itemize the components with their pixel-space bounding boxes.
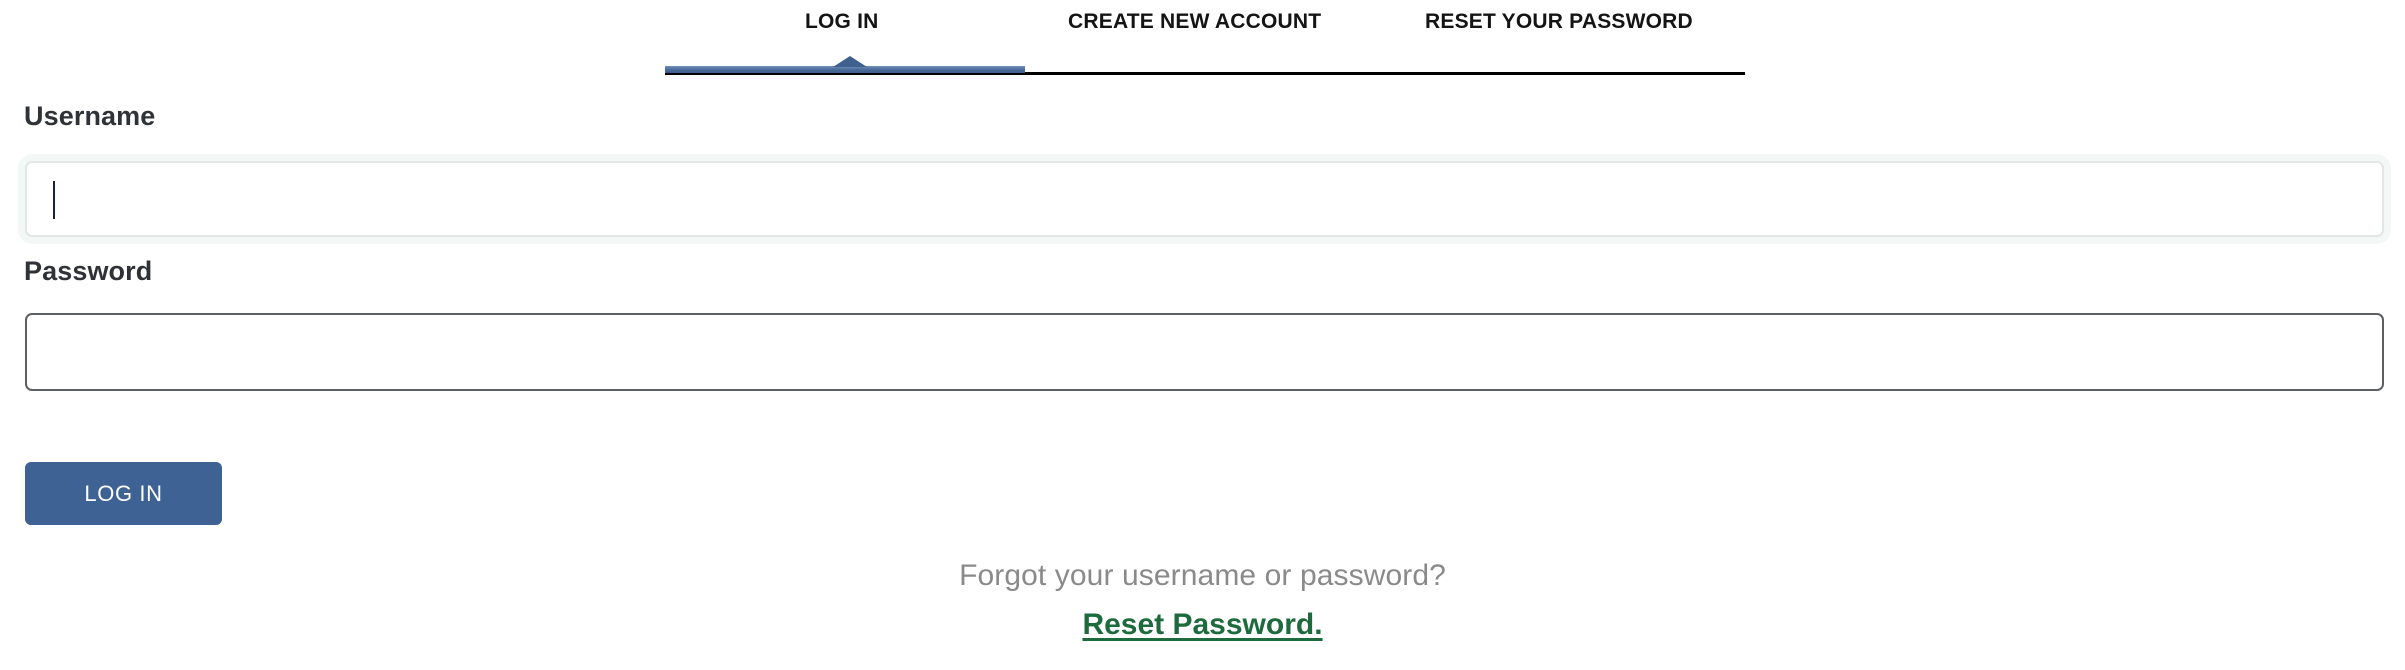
password-field-wrapper[interactable] bbox=[25, 313, 2384, 391]
log-in-button[interactable]: LOG IN bbox=[25, 462, 222, 525]
tab-baseline-rule bbox=[665, 72, 1745, 75]
tab-create-new-account[interactable]: CREATE NEW ACCOUNT bbox=[1068, 8, 1321, 36]
tab-reset-your-password[interactable]: RESET YOUR PASSWORD bbox=[1425, 8, 1693, 36]
password-label: Password bbox=[24, 256, 153, 286]
active-tab-pointer-icon bbox=[833, 56, 867, 67]
password-input[interactable] bbox=[27, 315, 2382, 389]
tab-log-in[interactable]: LOG IN bbox=[805, 8, 879, 36]
username-input[interactable] bbox=[27, 163, 2382, 235]
active-tab-indicator-bar bbox=[665, 66, 1025, 73]
reset-password-link[interactable]: Reset Password. bbox=[1082, 608, 1323, 641]
username-field-wrapper[interactable] bbox=[25, 161, 2384, 237]
auth-footer: Forgot your username or password? Reset … bbox=[0, 552, 2405, 648]
text-caret bbox=[53, 181, 55, 219]
forgot-credentials-text: Forgot your username or password? bbox=[959, 559, 1446, 592]
tab-list: LOG IN CREATE NEW ACCOUNT RESET YOUR PAS… bbox=[665, 0, 1745, 60]
username-label: Username bbox=[24, 101, 156, 131]
auth-tab-strip: LOG IN CREATE NEW ACCOUNT RESET YOUR PAS… bbox=[0, 0, 2405, 78]
